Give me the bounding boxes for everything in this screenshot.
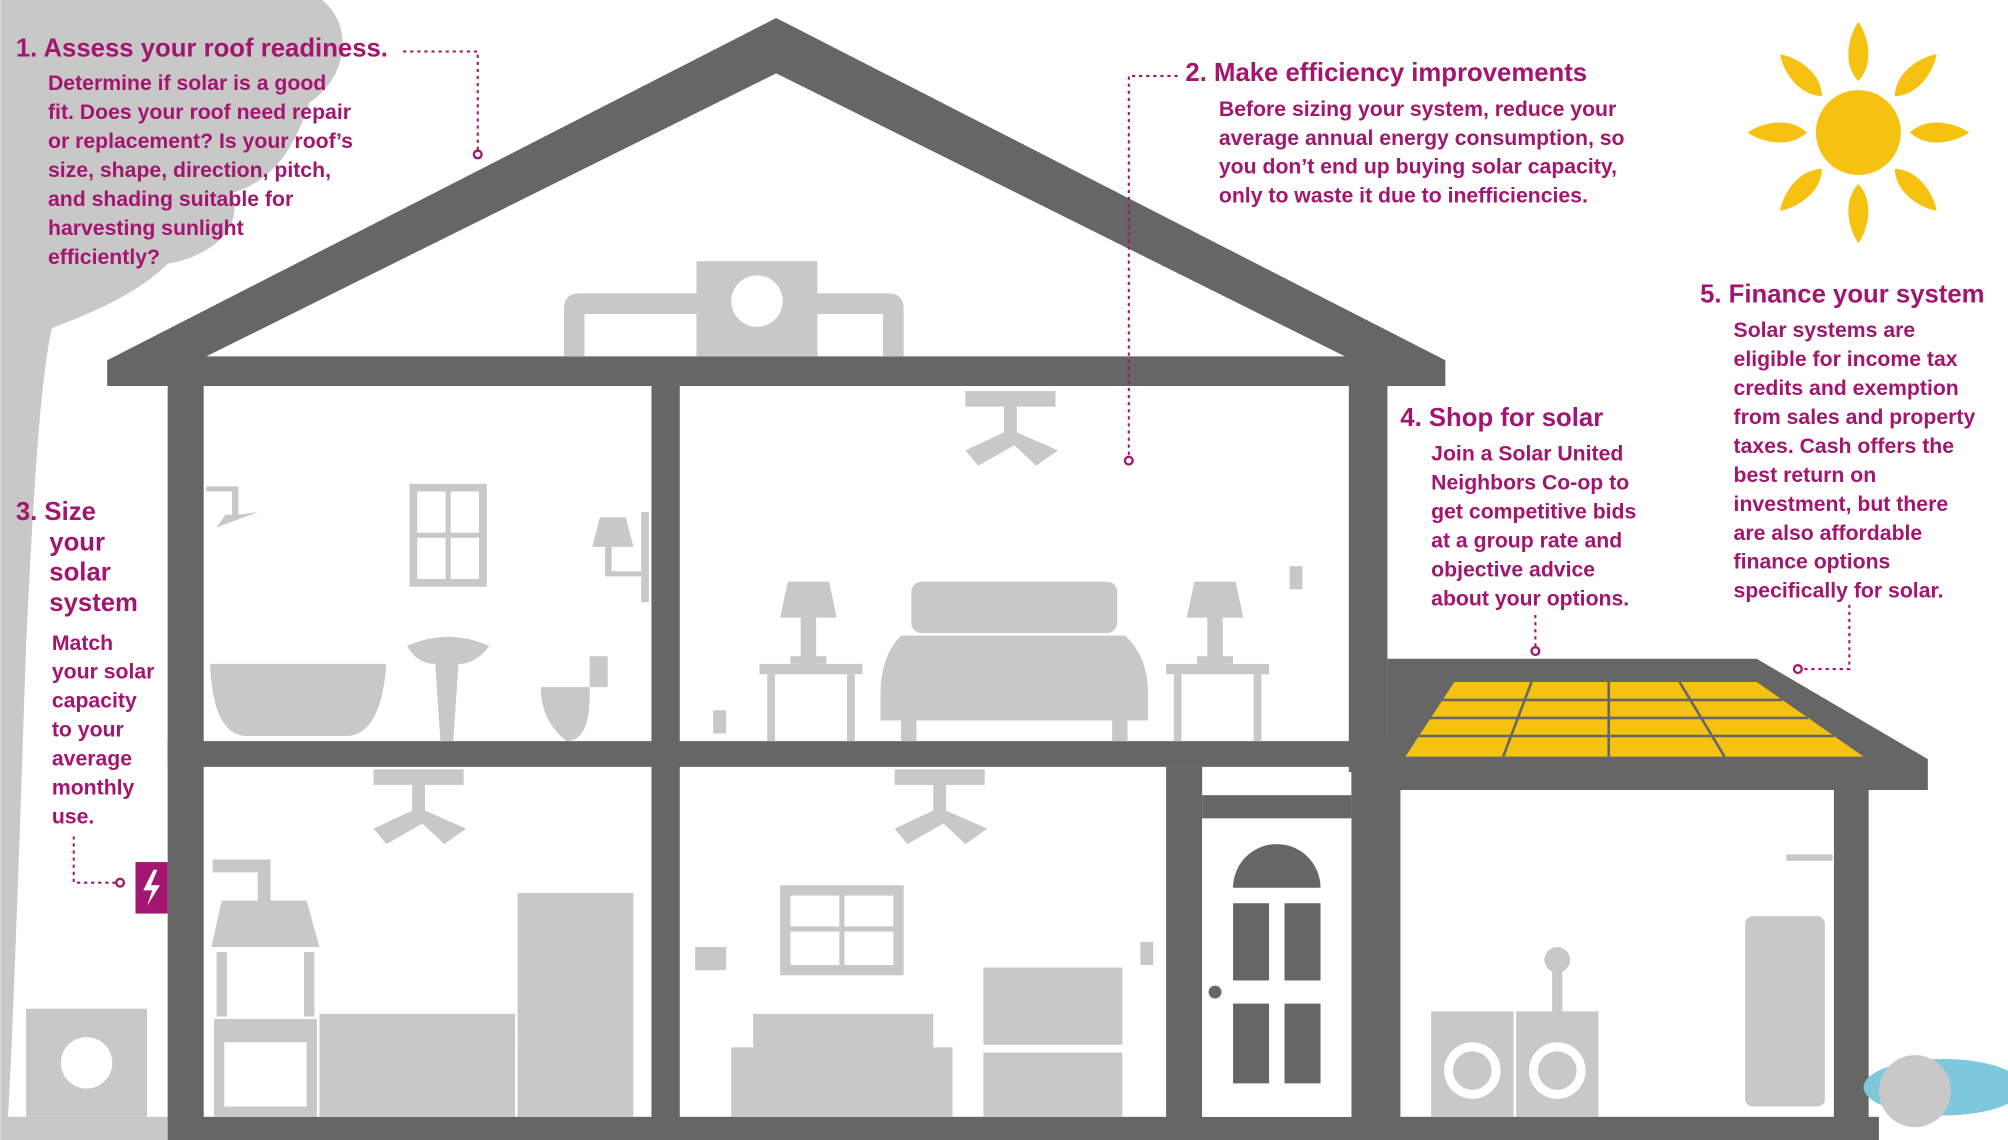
step-title: system [49, 589, 138, 617]
step-title: 4. Shop for solar [1400, 404, 1603, 432]
sun-icon [1747, 21, 1970, 244]
step-text: average [52, 748, 132, 771]
step-text: about your options. [1431, 587, 1629, 610]
step-text: use. [52, 805, 94, 828]
step-title: solar [49, 558, 110, 586]
svg-text:3. Size your solar: 3. Size your solar system [16, 498, 138, 617]
svg-text:Determine if solar is a good: Determine if solar is a good fit. Does y… [48, 72, 359, 269]
svg-text:Solar systems are eligib: Solar systems are eligible for income ta… [1734, 319, 1982, 603]
step-text: objective advice [1431, 558, 1595, 581]
step-text: at a group rate and [1431, 529, 1622, 552]
step-text: credits and exemption [1734, 377, 1959, 400]
solar-panels [1405, 681, 1864, 758]
step-text: Join a Solar United [1431, 443, 1623, 466]
step-text: average annual energy consumption, so [1219, 127, 1625, 150]
step-text: size, shape, direction, pitch, [48, 159, 331, 182]
svg-text:Join a Solar United Neig: Join a Solar United Neighbors Co-op to g… [1431, 443, 1642, 611]
house [107, 18, 1928, 1140]
step-1-assess-roof: 1. Assess your roof readiness. Determine… [16, 35, 388, 269]
step-text: specifically for solar. [1734, 580, 1944, 603]
step-text: eligible for income tax [1734, 348, 1958, 371]
step-text: monthly [52, 777, 135, 800]
furniture [0, 261, 1833, 1140]
electric-meter-icon [135, 862, 168, 914]
step-text: capacity [52, 690, 137, 713]
step-text: fit. Does your roof need repair [48, 101, 351, 124]
step-title: your [49, 529, 105, 557]
step-text: are also affordable [1734, 522, 1923, 545]
step-4-shop: 4. Shop for solar Join a Solar United Ne… [1400, 404, 1642, 611]
step-text: to your [52, 719, 124, 742]
step-title: 5. Finance your system [1700, 280, 1984, 308]
pool [1863, 1055, 2008, 1128]
step-text: taxes. Cash offers the [1734, 435, 1955, 458]
step-text: efficiently? [48, 246, 160, 269]
step-text: Determine if solar is a good [48, 72, 326, 95]
svg-text:Before sizing your system, red: Before sizing your system, reduce your a… [1219, 98, 1631, 208]
step-text: Before sizing your system, reduce your [1219, 98, 1616, 121]
step-text: and shading suitable for [48, 188, 293, 211]
step-2-efficiency: 2. Make efficiency improvements Before s… [1185, 59, 1631, 208]
step-text: harvesting sunlight [48, 217, 244, 240]
step-text: from sales and property [1734, 406, 1976, 429]
step-title: 3. Size [16, 498, 96, 526]
step-text: Neighbors Co-op to [1431, 472, 1629, 495]
step-5-finance: 5. Finance your system Solar systems are… [1700, 280, 1984, 602]
step-3-size-system: 3. Size your solar system Match your sol… [16, 498, 160, 829]
step-text: Solar systems are [1734, 319, 1916, 342]
step-text: finance options [1734, 551, 1891, 574]
step-title: 2. Make efficiency improvements [1185, 59, 1587, 87]
step-text: or replacement? Is your roof’s [48, 130, 353, 153]
step-title: 1. Assess your roof readiness. [16, 35, 388, 63]
step-text: get competitive bids [1431, 501, 1636, 524]
step-text: investment, but there [1734, 493, 1949, 516]
tree-silhouette [0, 0, 343, 1140]
step-text: Match [52, 632, 113, 655]
step-text: best return on [1734, 464, 1877, 487]
step-text: your solar [52, 661, 155, 684]
svg-text:Match your solar c: Match your solar capacity to your averag… [52, 632, 160, 829]
step-text: you don’t end up buying solar capacity, [1219, 156, 1617, 179]
step-text: only to waste it due to inefficiencies. [1219, 185, 1588, 208]
leader-lines [72, 50, 1851, 888]
